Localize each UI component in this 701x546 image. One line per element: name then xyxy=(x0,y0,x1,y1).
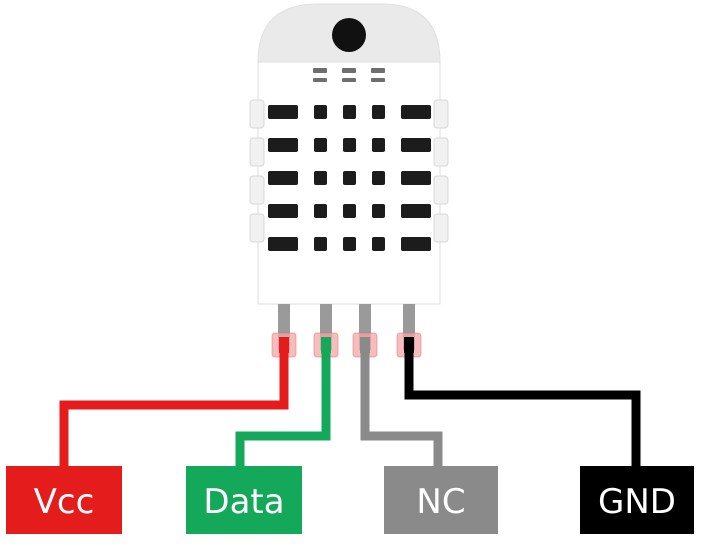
vent-slot xyxy=(401,237,431,251)
vent-slot xyxy=(401,204,431,218)
data-label-box: Data xyxy=(186,466,302,534)
nc-wire xyxy=(360,345,443,470)
vent-slot xyxy=(401,138,431,152)
upper-vents xyxy=(313,68,385,82)
vent-slot xyxy=(314,105,327,119)
vent-slot xyxy=(401,171,431,185)
gnd-label: GND xyxy=(598,482,676,522)
vent-slot xyxy=(314,204,327,218)
vent-slot xyxy=(268,204,298,218)
vent-slot xyxy=(401,105,431,119)
pin-legs xyxy=(271,304,422,358)
vent-slot xyxy=(343,171,356,185)
data-wire xyxy=(235,345,331,470)
vcc-wire xyxy=(59,345,289,470)
nc-label-box: NC xyxy=(384,466,498,534)
nc-label: NC xyxy=(416,482,465,522)
vent-slot xyxy=(314,138,327,152)
vent-slot xyxy=(372,105,385,119)
vent-slot xyxy=(372,237,385,251)
mounting-hole xyxy=(332,18,366,52)
data-label: Data xyxy=(203,482,284,522)
wires xyxy=(59,345,641,470)
sensor-module xyxy=(249,3,449,358)
vent-slot xyxy=(314,171,327,185)
gnd-label-box: GND xyxy=(580,466,694,534)
vent-slot xyxy=(372,204,385,218)
vent-slot xyxy=(372,138,385,152)
vent-slot xyxy=(268,237,298,251)
pin-label-boxes: Vcc Data NC GND xyxy=(6,466,694,534)
gnd-wire xyxy=(404,345,641,470)
vcc-label-box: Vcc xyxy=(6,466,122,534)
vent-slot xyxy=(343,204,356,218)
vent-slot xyxy=(343,105,356,119)
vent-grid xyxy=(268,105,431,251)
vent-slot xyxy=(343,138,356,152)
vent-slot xyxy=(343,237,356,251)
vent-slot xyxy=(268,138,298,152)
sensor-side-ribs xyxy=(249,99,449,243)
vent-slot xyxy=(314,237,327,251)
vent-slot xyxy=(372,171,385,185)
vent-slot xyxy=(268,171,298,185)
vcc-label: Vcc xyxy=(34,482,95,522)
vent-slot xyxy=(268,105,298,119)
